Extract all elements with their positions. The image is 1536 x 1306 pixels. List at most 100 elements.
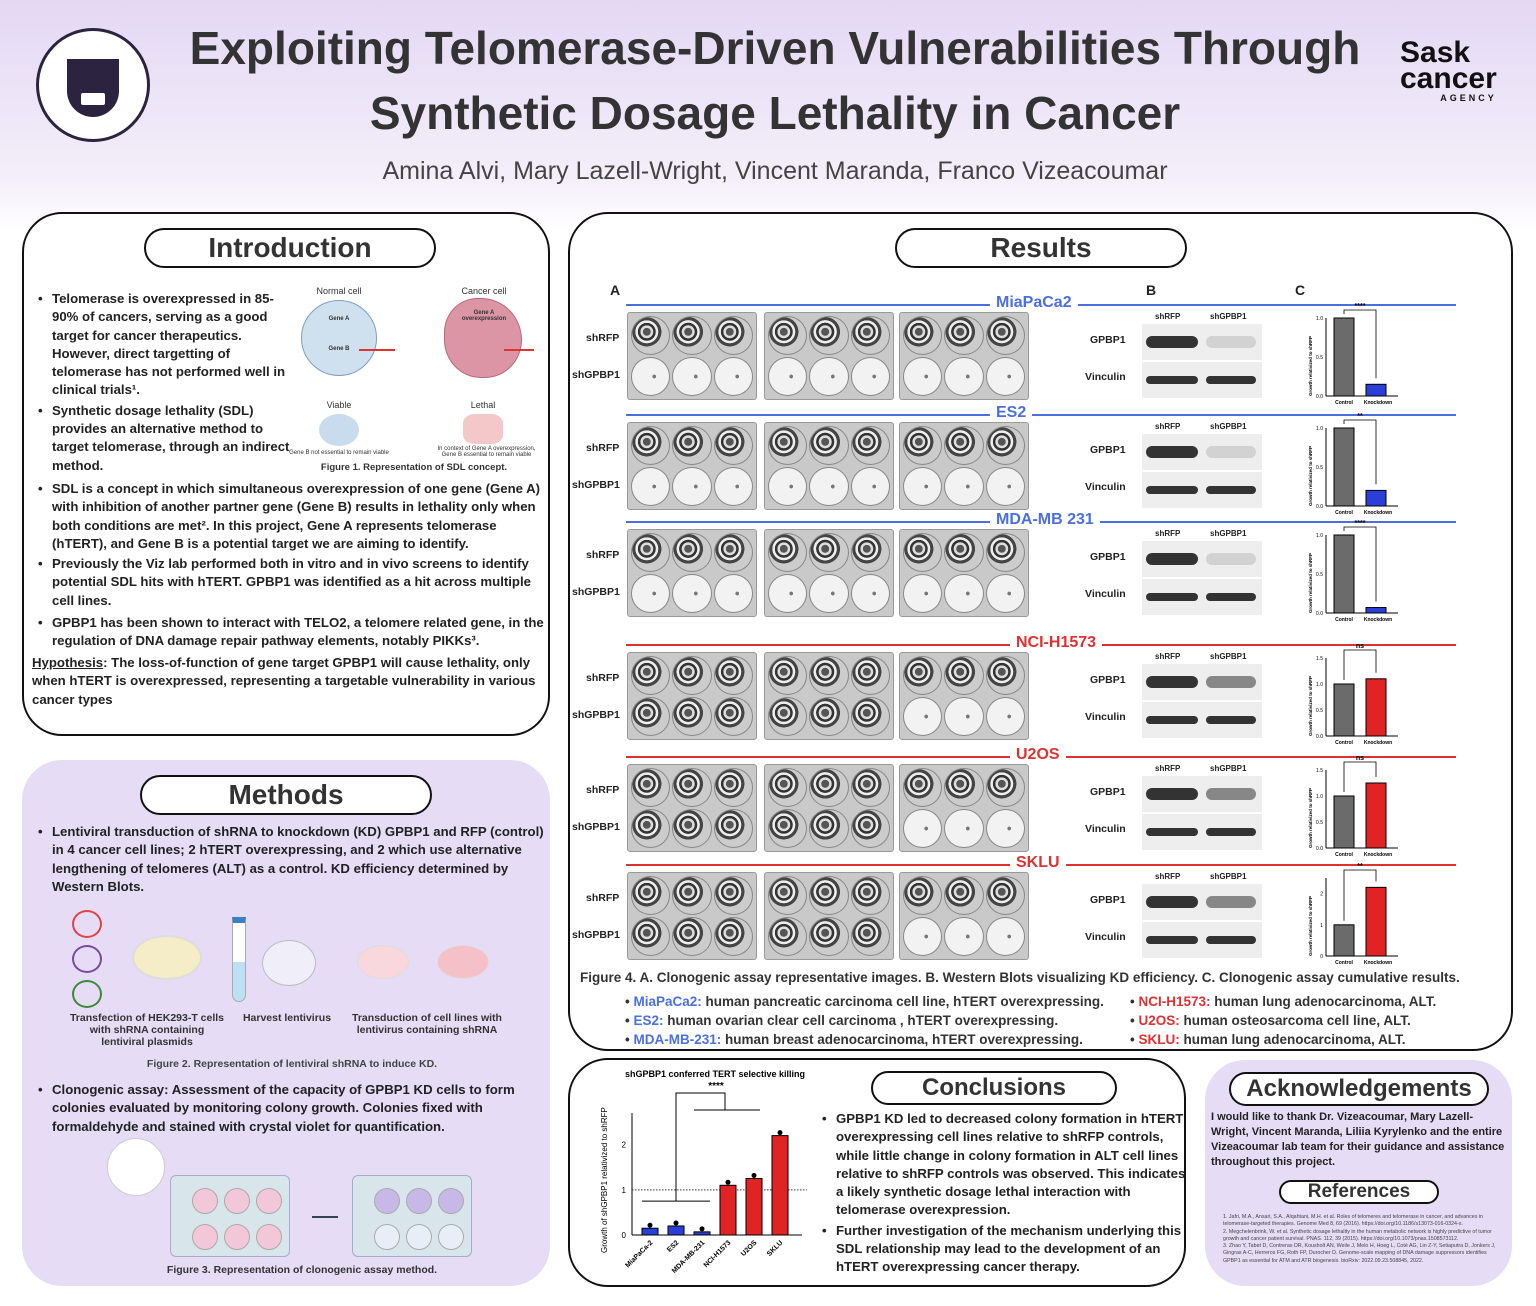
western-blot-gpbp1 [1142, 884, 1262, 920]
clonogenic-plate-image [899, 764, 1029, 852]
methods-panel: Methods Lentiviral transduction of shRNA… [22, 760, 550, 1286]
well [944, 876, 984, 915]
panel-a-label: A [610, 282, 621, 298]
wb-row-gpbp1: GPBP1 [1090, 551, 1126, 563]
well [768, 357, 808, 396]
clonogenic-plate-image [764, 529, 894, 617]
legend-description: human ovarian clear cell carcinoma , hTE… [663, 1013, 1059, 1028]
row-label-shrfp: shRFP [586, 549, 620, 561]
clonogenic-plate-image [627, 764, 757, 852]
significance-label: ns [1356, 643, 1364, 650]
wb-row-gpbp1: GPBP1 [1090, 444, 1126, 456]
clonogenic-plate-image [627, 872, 757, 960]
well [944, 809, 984, 848]
arrow-icon [312, 1216, 338, 1218]
y-tick-label: 0.0 [1316, 394, 1323, 400]
western-blot-gpbp1 [1142, 434, 1262, 470]
x-label-control: Control [1335, 617, 1353, 623]
lethal-cells-icon [463, 414, 503, 444]
bar-control [1333, 924, 1355, 957]
summary-bar-chart: shGPBP1 conferred TERT selective killing… [600, 1069, 807, 1275]
y-axis-label: Growth relativized to shRFP [1308, 446, 1313, 506]
cell-line-label: MiaPaCa2 [990, 294, 1078, 312]
wb-row-vinculin: Vinculin [1085, 823, 1126, 835]
well [713, 917, 753, 956]
plate-well [374, 1224, 400, 1250]
plate-well [224, 1224, 250, 1250]
well [809, 316, 849, 355]
well [672, 876, 712, 915]
introduction-heading: Introduction [144, 228, 436, 268]
clonogenic-plate-image [627, 312, 757, 400]
reference-item: 2. Megchelenbrink, W. et al. Synthetic d… [1223, 1228, 1492, 1242]
well [768, 533, 808, 572]
acknowledgements-text: I would like to thank Dr. Vizeacoumar, M… [1211, 1111, 1505, 1168]
well [672, 316, 712, 355]
well [809, 917, 849, 956]
blot-band [1206, 788, 1256, 800]
intro-bullets-top: Telomerase is overexpressed in 85-90% of… [32, 290, 290, 477]
blot-band [1146, 828, 1198, 836]
data-point [751, 1173, 757, 1179]
blot-band [1206, 896, 1256, 908]
well [768, 917, 808, 956]
y-tick-label: 1 [622, 1186, 627, 1195]
well [985, 917, 1025, 956]
blot-band [1206, 376, 1256, 384]
well [631, 917, 671, 956]
figure-3-caption: Figure 3. Representation of clonogenic a… [166, 1264, 438, 1276]
legend-cell-line: MDA-MB-231: [633, 1032, 722, 1047]
wb-col-shrfp: shRFP [1155, 312, 1181, 321]
row-label-shgpbp1: shGPBP1 [572, 369, 620, 381]
well [809, 656, 849, 695]
y-tick-label: 1.5 [1316, 768, 1323, 774]
well [985, 533, 1025, 572]
cancer-cell-icon [444, 298, 522, 378]
inhibit-arrow-icon [504, 349, 534, 351]
well [809, 426, 849, 465]
row-label-shrfp: shRFP [586, 672, 620, 684]
well [850, 809, 890, 848]
well [631, 574, 671, 613]
well [903, 533, 943, 572]
wb-col-shgpbp1: shGPBP1 [1210, 312, 1247, 321]
well [944, 316, 984, 355]
row-label-shrfp: shRFP [586, 784, 620, 796]
viable-note: Gene B not essential to remain viable [289, 450, 389, 456]
hypothesis-text: : The loss-of-function of gene target GP… [32, 655, 536, 707]
x-label-control: Control [1335, 510, 1353, 516]
clonogenic-plate-image [899, 652, 1029, 740]
data-point [647, 1222, 653, 1228]
well [672, 426, 712, 465]
viable-label: Viable [326, 400, 352, 410]
significance-label: **** [1355, 520, 1366, 527]
methods-bullet: Clonogenic assay: Assessment of the capa… [32, 1081, 546, 1136]
logo-line2: cancer [1400, 62, 1497, 95]
wb-col-shrfp: shRFP [1155, 764, 1181, 773]
well [713, 768, 753, 807]
western-blot-vinculin [1142, 702, 1262, 738]
legend-description: human pancreatic carcinoma cell line, hT… [701, 994, 1104, 1009]
normal-cell-icon [301, 300, 377, 376]
legend-item: • MiaPaCa2: human pancreatic carcinoma c… [625, 992, 1135, 1011]
references-heading: References [1279, 1180, 1439, 1204]
y-tick-label: 0.5 [1316, 465, 1323, 471]
well [713, 467, 753, 506]
plate-well [192, 1224, 218, 1250]
well [944, 574, 984, 613]
row-label-shrfp: shRFP [586, 332, 620, 344]
row-label-shrfp: shRFP [586, 892, 620, 904]
cell-line-label: NCI-H1573 [1010, 634, 1103, 652]
bar-control [1333, 427, 1355, 507]
results-heading: Results [895, 228, 1187, 268]
bar [771, 1135, 789, 1236]
cell-line-label: MDA-MB 231 [990, 511, 1100, 529]
well [903, 357, 943, 396]
western-blot-gpbp1 [1142, 324, 1262, 360]
clonogenic-plate-image [764, 652, 894, 740]
well [768, 809, 808, 848]
well [672, 656, 712, 695]
